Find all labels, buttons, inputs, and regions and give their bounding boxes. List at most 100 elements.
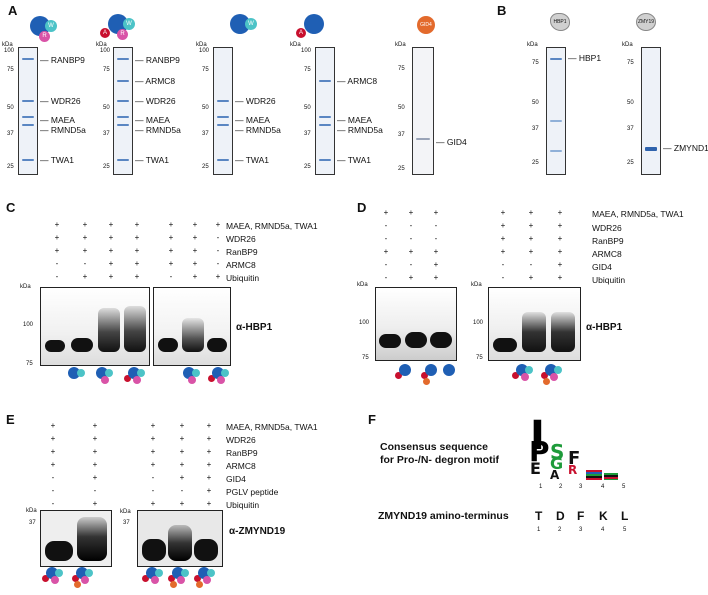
tick: 75 <box>362 355 369 361</box>
sign-cell: + <box>168 233 174 242</box>
antibody-label: α-ZMYND19 <box>229 526 286 537</box>
tick: 37 <box>123 520 130 526</box>
tick: 75 <box>202 67 209 73</box>
logo-position: 2 <box>559 484 563 490</box>
condition-label: RanBP9 <box>226 448 258 458</box>
tick: 50 <box>304 105 311 111</box>
sign-cell: + <box>528 221 534 230</box>
residue: K <box>599 509 608 523</box>
band-label: — HBP1 <box>568 53 602 63</box>
residue-position: 4 <box>601 527 605 533</box>
sign-cell: + <box>408 247 414 256</box>
sign-cell: - <box>409 260 413 269</box>
sign-cell: + <box>206 486 212 495</box>
tick: 75 <box>7 67 14 73</box>
tick: 37 <box>202 131 209 137</box>
consensus-title: Consensus sequence for Pro-/N- degron mo… <box>380 441 499 466</box>
sign-cell: + <box>108 220 114 229</box>
blot-d2 <box>488 287 581 361</box>
band-label: — TWA1 <box>40 155 75 165</box>
condition-label: Ubiquitin <box>226 273 260 283</box>
sign-cell: + <box>215 272 221 281</box>
tick: 75 <box>26 361 33 367</box>
condition-label: RanBP9 <box>226 247 258 257</box>
gel-lane-a4 <box>315 47 335 175</box>
logo-position: 5 <box>622 484 626 490</box>
sign-cell: + <box>108 259 114 268</box>
logo-position: 1 <box>539 484 543 490</box>
sign-cell: + <box>150 460 156 469</box>
panel-label-a: A <box>8 3 18 18</box>
band-label: — RMND5a <box>135 125 181 135</box>
sign-cell: + <box>206 447 212 456</box>
condition-label: WDR26 <box>592 223 622 233</box>
tick: 50 <box>103 105 110 111</box>
sign-cell: + <box>168 246 174 255</box>
tick: 75 <box>532 60 539 66</box>
tick: 25 <box>202 164 209 170</box>
band-label: — RANBP9 <box>40 55 85 65</box>
sign-cell: + <box>150 447 156 456</box>
kda-label: kDa <box>527 42 538 48</box>
tick: 37 <box>627 126 634 132</box>
sign-cell: - <box>55 259 59 268</box>
sign-cell: + <box>557 260 563 269</box>
condition-label: GID4 <box>226 474 246 484</box>
residue-position: 3 <box>579 527 583 533</box>
hbp1-icon: HBP1 <box>550 13 570 31</box>
sign-cell: + <box>192 220 198 229</box>
sign-cell: - <box>501 273 505 282</box>
sign-cell: + <box>557 234 563 243</box>
sign-cell: + <box>108 246 114 255</box>
residue-position: 1 <box>537 527 541 533</box>
sign-cell: + <box>557 273 563 282</box>
complex-icon-a1: W R <box>30 16 60 46</box>
condition-label: ARMC8 <box>592 249 622 259</box>
tick: 25 <box>627 160 634 166</box>
condition-label: MAEA, RMND5a, TWA1 <box>226 422 318 432</box>
sign-cell: + <box>168 259 174 268</box>
band-label: — MAEA <box>337 115 372 125</box>
zmynd19-title: ZMYND19 amino-terminus <box>378 510 509 522</box>
sign-cell: - <box>434 221 438 230</box>
residue-position: 2 <box>558 527 562 533</box>
antibody-label: α-HBP1 <box>236 322 273 333</box>
kda-label: kDa <box>96 42 107 48</box>
condition-label: PGLV peptide <box>226 487 279 497</box>
band-label: — MAEA <box>135 115 170 125</box>
kda-label: kDa <box>290 42 301 48</box>
sign-cell: + <box>408 208 414 217</box>
sign-cell: + <box>168 220 174 229</box>
panel-label-d: D <box>357 200 367 215</box>
residue: T <box>535 509 543 523</box>
condition-label: MAEA, RMND5a, TWA1 <box>592 209 684 219</box>
sign-cell: - <box>529 260 533 269</box>
sign-cell: + <box>528 247 534 256</box>
kda-label: kDa <box>357 282 368 288</box>
condition-label: Ubiquitin <box>592 275 626 285</box>
gel-lane-zmynd19 <box>641 47 661 175</box>
sign-cell: - <box>93 486 97 495</box>
sign-cell: - <box>51 499 55 508</box>
sign-cell: + <box>206 421 212 430</box>
sign-cell: + <box>179 447 185 456</box>
tick: 100 <box>301 48 312 54</box>
sign-cell: + <box>92 447 98 456</box>
sign-cell: + <box>134 272 140 281</box>
sign-cell: + <box>500 234 506 243</box>
sign-cell: - <box>55 272 59 281</box>
sign-cell: + <box>108 233 114 242</box>
sign-cell: + <box>82 272 88 281</box>
sign-cell: + <box>179 460 185 469</box>
tick: 100 <box>4 48 15 54</box>
sign-cell: - <box>216 259 220 268</box>
band-label: — ARMC8 <box>135 76 176 86</box>
tick: 100 <box>23 322 34 328</box>
tick: 75 <box>398 66 405 72</box>
sign-cell: + <box>134 233 140 242</box>
gid4-icon: GID4 <box>417 16 435 34</box>
tick: 37 <box>103 131 110 137</box>
sign-cell: + <box>557 221 563 230</box>
gel-lane-a3 <box>213 47 233 175</box>
sign-cell: + <box>206 460 212 469</box>
